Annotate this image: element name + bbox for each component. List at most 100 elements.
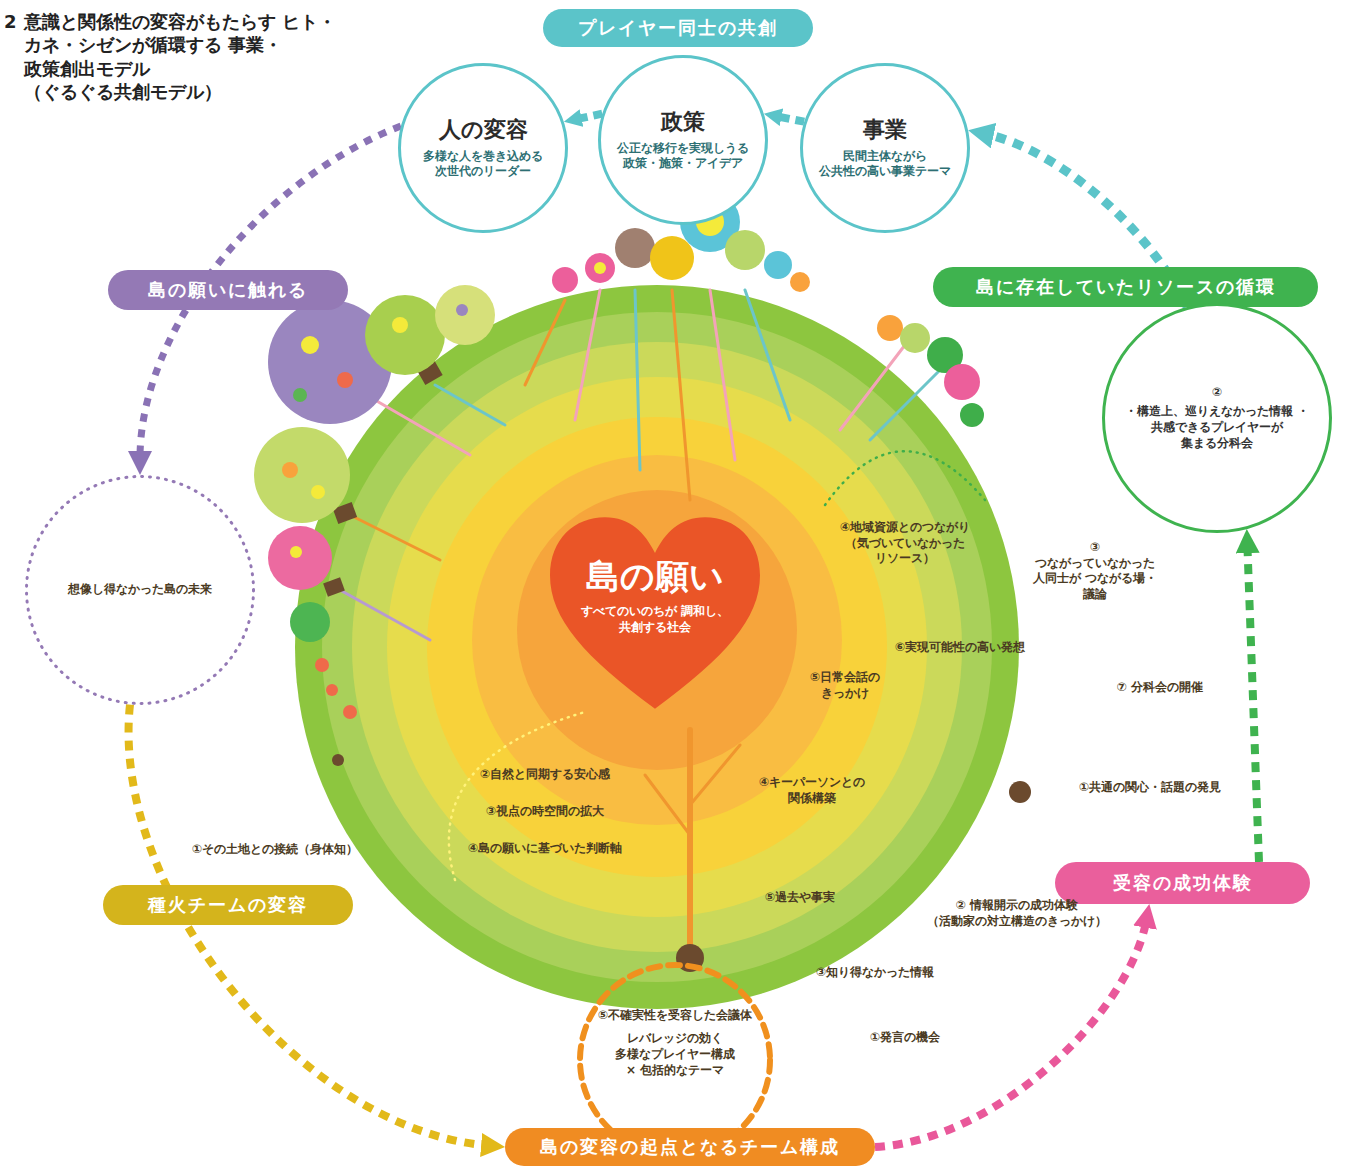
callout-label: ⑤過去や事実 bbox=[750, 890, 850, 906]
root bbox=[575, 290, 600, 420]
branch bbox=[645, 775, 690, 835]
branch bbox=[690, 745, 740, 805]
circle-border bbox=[580, 965, 770, 1155]
seed bbox=[332, 754, 344, 766]
fruit bbox=[337, 372, 353, 388]
callout-label: ①その土地との接続（身体知） bbox=[185, 842, 365, 858]
root bbox=[375, 400, 470, 455]
node-heading: 受容の成功体験 bbox=[1113, 871, 1253, 894]
node-heading: 人の変容 bbox=[439, 116, 528, 145]
fruit bbox=[392, 317, 408, 333]
circle-outline bbox=[800, 63, 970, 233]
diagram-title: 意識と関係性の変容がもたらす ヒト・カネ・シゼンが循環する 事業・政策創出モデル… bbox=[24, 10, 354, 104]
root bbox=[635, 290, 640, 470]
future-circle: 想像し得なかった島の未来 bbox=[25, 475, 255, 705]
root bbox=[870, 370, 940, 440]
ring bbox=[352, 342, 962, 952]
trunk bbox=[687, 730, 693, 960]
node-body: 多様な人を巻き込める 次世代のリーダー bbox=[408, 149, 558, 180]
fruit bbox=[301, 336, 319, 354]
dotted-arcs bbox=[449, 451, 985, 880]
callout-label: ④キーパーソンとの 関係構築 bbox=[747, 775, 877, 806]
tree-crown bbox=[877, 315, 903, 341]
node-heading: 種火チームの変容 bbox=[148, 893, 308, 916]
node-body: 公正な移行を実現しうる 政策・施策・アイデア bbox=[608, 141, 758, 172]
root bbox=[745, 290, 790, 420]
circle-border bbox=[600, 57, 767, 224]
root bbox=[710, 290, 735, 460]
callout-label: ⑦ 分科会の開催 bbox=[1110, 680, 1210, 696]
callout-label: ③知り得なかった情報 bbox=[805, 965, 945, 981]
node-heading: ② bbox=[1212, 385, 1222, 401]
circle-border bbox=[1104, 305, 1331, 532]
seed bbox=[343, 705, 357, 719]
tree-crown bbox=[900, 323, 930, 353]
root bbox=[525, 300, 565, 385]
fruit bbox=[290, 546, 302, 558]
tree-crown bbox=[365, 295, 445, 375]
tree-crown bbox=[725, 230, 765, 270]
callout-label: ② 情報開示の成功体験 （活動家の対立構造のきっかけ） bbox=[912, 898, 1122, 929]
tree-crown bbox=[435, 285, 495, 345]
flow-arrow bbox=[129, 705, 489, 1146]
flow-arrow bbox=[140, 126, 401, 458]
circle-outline bbox=[398, 63, 568, 233]
flow-arrow bbox=[576, 114, 602, 120]
node-heading: ⑤不確実性を受容した会議体 bbox=[588, 1008, 763, 1024]
callout-label: ②自然と同期する安心感 bbox=[460, 767, 630, 783]
seed bbox=[1009, 781, 1031, 803]
figure-number: 2 bbox=[4, 10, 20, 33]
section-pill: プレイヤー同士の共創 bbox=[543, 9, 813, 47]
fruit bbox=[456, 304, 468, 316]
circle-border bbox=[400, 65, 567, 232]
tree-crown bbox=[790, 272, 810, 292]
node-heading: 想像し得なかった島の未来 bbox=[40, 582, 240, 598]
node-heading: プレイヤー同士の共創 bbox=[578, 16, 778, 39]
callout-label: ⑤日常会話の きっかけ bbox=[800, 670, 890, 701]
tree-crown bbox=[254, 427, 350, 523]
roots bbox=[340, 290, 940, 960]
node-heading: 島の変容の起点となるチーム構成 bbox=[540, 1135, 840, 1158]
stage-pill: 島に存在していたリソースの循環 bbox=[933, 267, 1318, 307]
callout-label: ①共通の関心・話題の発見 bbox=[1065, 780, 1235, 796]
flower-core bbox=[594, 262, 606, 274]
root bbox=[672, 290, 690, 500]
root bbox=[435, 385, 505, 425]
stage-pill: 島の願いに触れる bbox=[108, 270, 348, 310]
ring bbox=[387, 377, 927, 917]
tree-crown bbox=[290, 602, 330, 642]
fruit bbox=[293, 388, 307, 402]
callout-label: ④島の願いに基づいた判断軸 bbox=[460, 841, 630, 857]
heart-fill bbox=[550, 517, 760, 709]
stage-pill: 島の変容の起点となるチーム構成 bbox=[505, 1128, 875, 1166]
tree-crown bbox=[960, 403, 984, 427]
dotted-arc bbox=[825, 451, 985, 505]
step-circle: ②・構造上、巡りえなかった情報 ・共感できるプレイヤーが 集まる分科会 bbox=[1102, 303, 1332, 533]
flow-arrow bbox=[1247, 546, 1259, 862]
tree-crown bbox=[615, 228, 655, 268]
outcome-circle: 政策公正な移行を実現しうる 政策・施策・アイデア bbox=[598, 55, 768, 225]
callout-label: ①発言の機会 bbox=[855, 1030, 955, 1046]
wish-heart: 島の願いすべてのいのちが 調和し、共創する社会 bbox=[545, 512, 765, 717]
node-heading: 島の願いに触れる bbox=[148, 278, 308, 301]
fruit bbox=[311, 485, 325, 499]
circle-border bbox=[802, 65, 969, 232]
node-body: 民間主体ながら 公共性の高い事業テーマ bbox=[810, 149, 960, 180]
ring bbox=[322, 312, 992, 982]
tree-crown bbox=[268, 526, 332, 590]
tree-crown bbox=[585, 253, 615, 283]
seed bbox=[315, 658, 329, 672]
circle-border bbox=[27, 477, 254, 704]
node-heading: 島の願い bbox=[586, 554, 724, 598]
trees bbox=[254, 192, 1031, 972]
fruit bbox=[282, 462, 298, 478]
tree-crown bbox=[764, 251, 792, 279]
node-heading: 政策 bbox=[661, 108, 705, 137]
tree-trunk bbox=[323, 577, 345, 596]
callout-label: ④地域資源とのつながり （気づいていなかった リソース） bbox=[830, 520, 980, 567]
node-heading: 事業 bbox=[863, 116, 907, 145]
root bbox=[840, 345, 905, 430]
tree-crown bbox=[944, 364, 980, 400]
